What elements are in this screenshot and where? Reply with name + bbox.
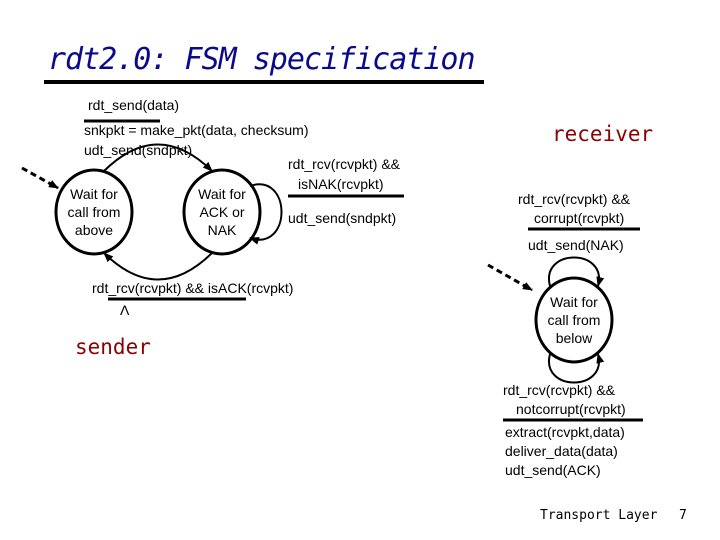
ack-event-label: rdt_rcv(rcvpkt) && isACK(rcvpkt)	[92, 280, 294, 296]
send-action-label: snkpkt = make_pkt(data, checksum)	[84, 122, 309, 138]
notcorrupt-event-label: notcorrupt(rcvpkt)	[516, 401, 626, 417]
sender-initial-arrow	[21, 166, 59, 190]
slide-title: rdt2.0: FSM specification	[48, 42, 476, 77]
state-line: NAK	[207, 222, 237, 238]
state-line: call from	[67, 204, 121, 220]
title-underline	[44, 80, 484, 84]
state-wait-ack-nak	[182, 168, 262, 256]
send-action-label: udt_send(sndpkt)	[84, 142, 193, 158]
nak-action-label: udt_send(sndpkt)	[288, 210, 397, 226]
nak-event-label: rdt_rcv(rcvpkt) &&	[288, 156, 401, 172]
footer-section: Transport Layer	[540, 508, 658, 523]
state-line: call from	[547, 312, 601, 328]
state-wait-call-above	[54, 168, 134, 256]
state-wait-call-below	[534, 276, 614, 364]
transition-corrupt-loop	[548, 256, 605, 287]
ack-action-label: Λ	[120, 302, 130, 318]
transition-ack-arc	[103, 252, 213, 281]
state-line: Wait for	[198, 186, 246, 202]
notcorrupt-event-label: rdt_rcv(rcvpkt) &&	[503, 382, 616, 398]
receiver-label: receiver	[552, 122, 654, 146]
state-line: ACK or	[199, 204, 245, 220]
state-wait-ack-nak-label: Wait for ACK or NAK	[184, 185, 260, 239]
corrupt-action-label: udt_send(NAK)	[528, 237, 624, 253]
notcorrupt-action-label: udt_send(ACK)	[505, 462, 601, 478]
send-event-label: rdt_send(data)	[88, 97, 180, 113]
transition-nak-loop	[249, 183, 283, 245]
state-line: above	[74, 222, 114, 238]
corrupt-event-label: corrupt(rcvpkt)	[534, 210, 625, 226]
transition-send-arc	[103, 143, 213, 172]
receiver-initial-arrow	[487, 263, 533, 292]
state-line: Wait for	[550, 294, 598, 310]
notcorrupt-action-label: extract(rcvpkt,data)	[505, 424, 625, 440]
corrupt-event-label: rdt_rcv(rcvpkt) &&	[518, 191, 631, 207]
state-line: below	[555, 330, 593, 346]
sender-label: sender	[75, 335, 151, 359]
footer-page-number: 7	[679, 508, 687, 523]
state-wait-call-above-label: Wait for call from above	[56, 185, 132, 239]
nak-event-label: isNAK(rcvpkt)	[298, 176, 384, 192]
state-wait-call-below-label: Wait for call from below	[536, 293, 612, 347]
transition-notcorrupt-loop	[548, 353, 605, 384]
notcorrupt-action-label: deliver_data(data)	[505, 443, 618, 459]
state-line: Wait for	[70, 186, 118, 202]
